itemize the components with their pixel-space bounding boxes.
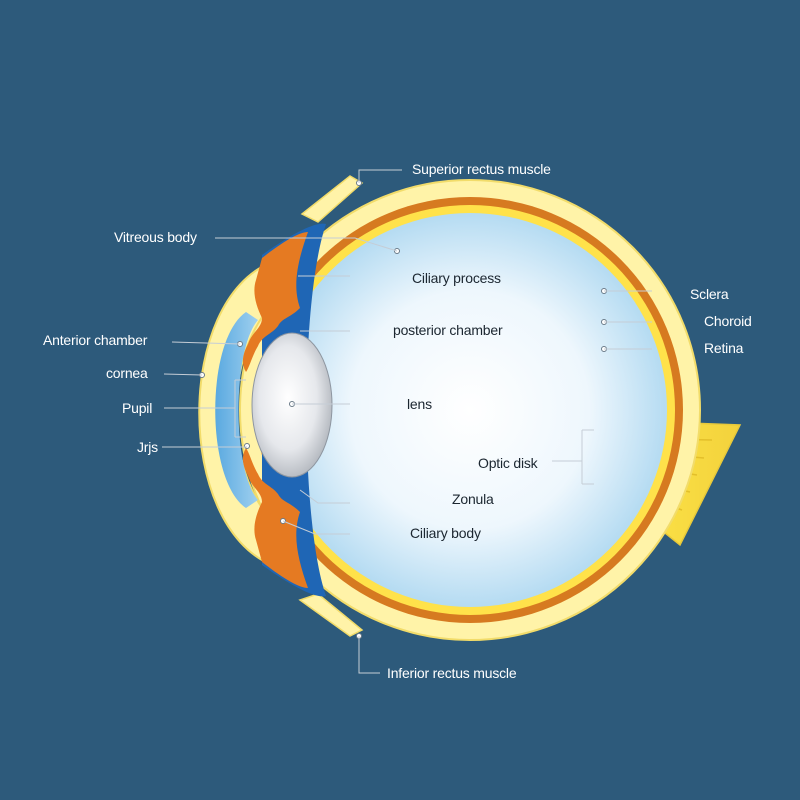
label-choroid: Choroid xyxy=(704,313,752,329)
label-lens: lens xyxy=(407,396,432,412)
ciliary-body-upper xyxy=(242,232,308,372)
inferior-rectus-muscle xyxy=(298,593,364,637)
label-ciliary-body: Ciliary body xyxy=(410,525,481,541)
label-superior-rectus-muscle: Superior rectus muscle xyxy=(412,161,551,177)
ciliary-body-lower xyxy=(242,448,308,588)
label-cornea: cornea xyxy=(106,365,148,381)
label-inferior-rectus-muscle: Inferior rectus muscle xyxy=(387,665,517,681)
vitreous-body xyxy=(273,213,667,607)
anchor-dots xyxy=(199,180,607,639)
label-anterior-chamber: Anterior chamber xyxy=(43,332,148,348)
leader-lines xyxy=(162,169,652,674)
label-sclera: Sclera xyxy=(690,286,729,302)
anterior-chamber xyxy=(215,312,258,508)
label-posterior-chamber: posterior chamber xyxy=(393,322,503,338)
label-vitreous-body: Vitreous body xyxy=(114,229,197,245)
label-iris: Jrjs xyxy=(137,439,158,455)
label-optic-disk: Optic disk xyxy=(478,455,538,471)
label-ciliary-process: Ciliary process xyxy=(412,270,501,286)
label-pupil: Pupil xyxy=(122,400,153,416)
label-zonula: Zonula xyxy=(452,491,494,507)
label-retina: Retina xyxy=(704,340,744,356)
